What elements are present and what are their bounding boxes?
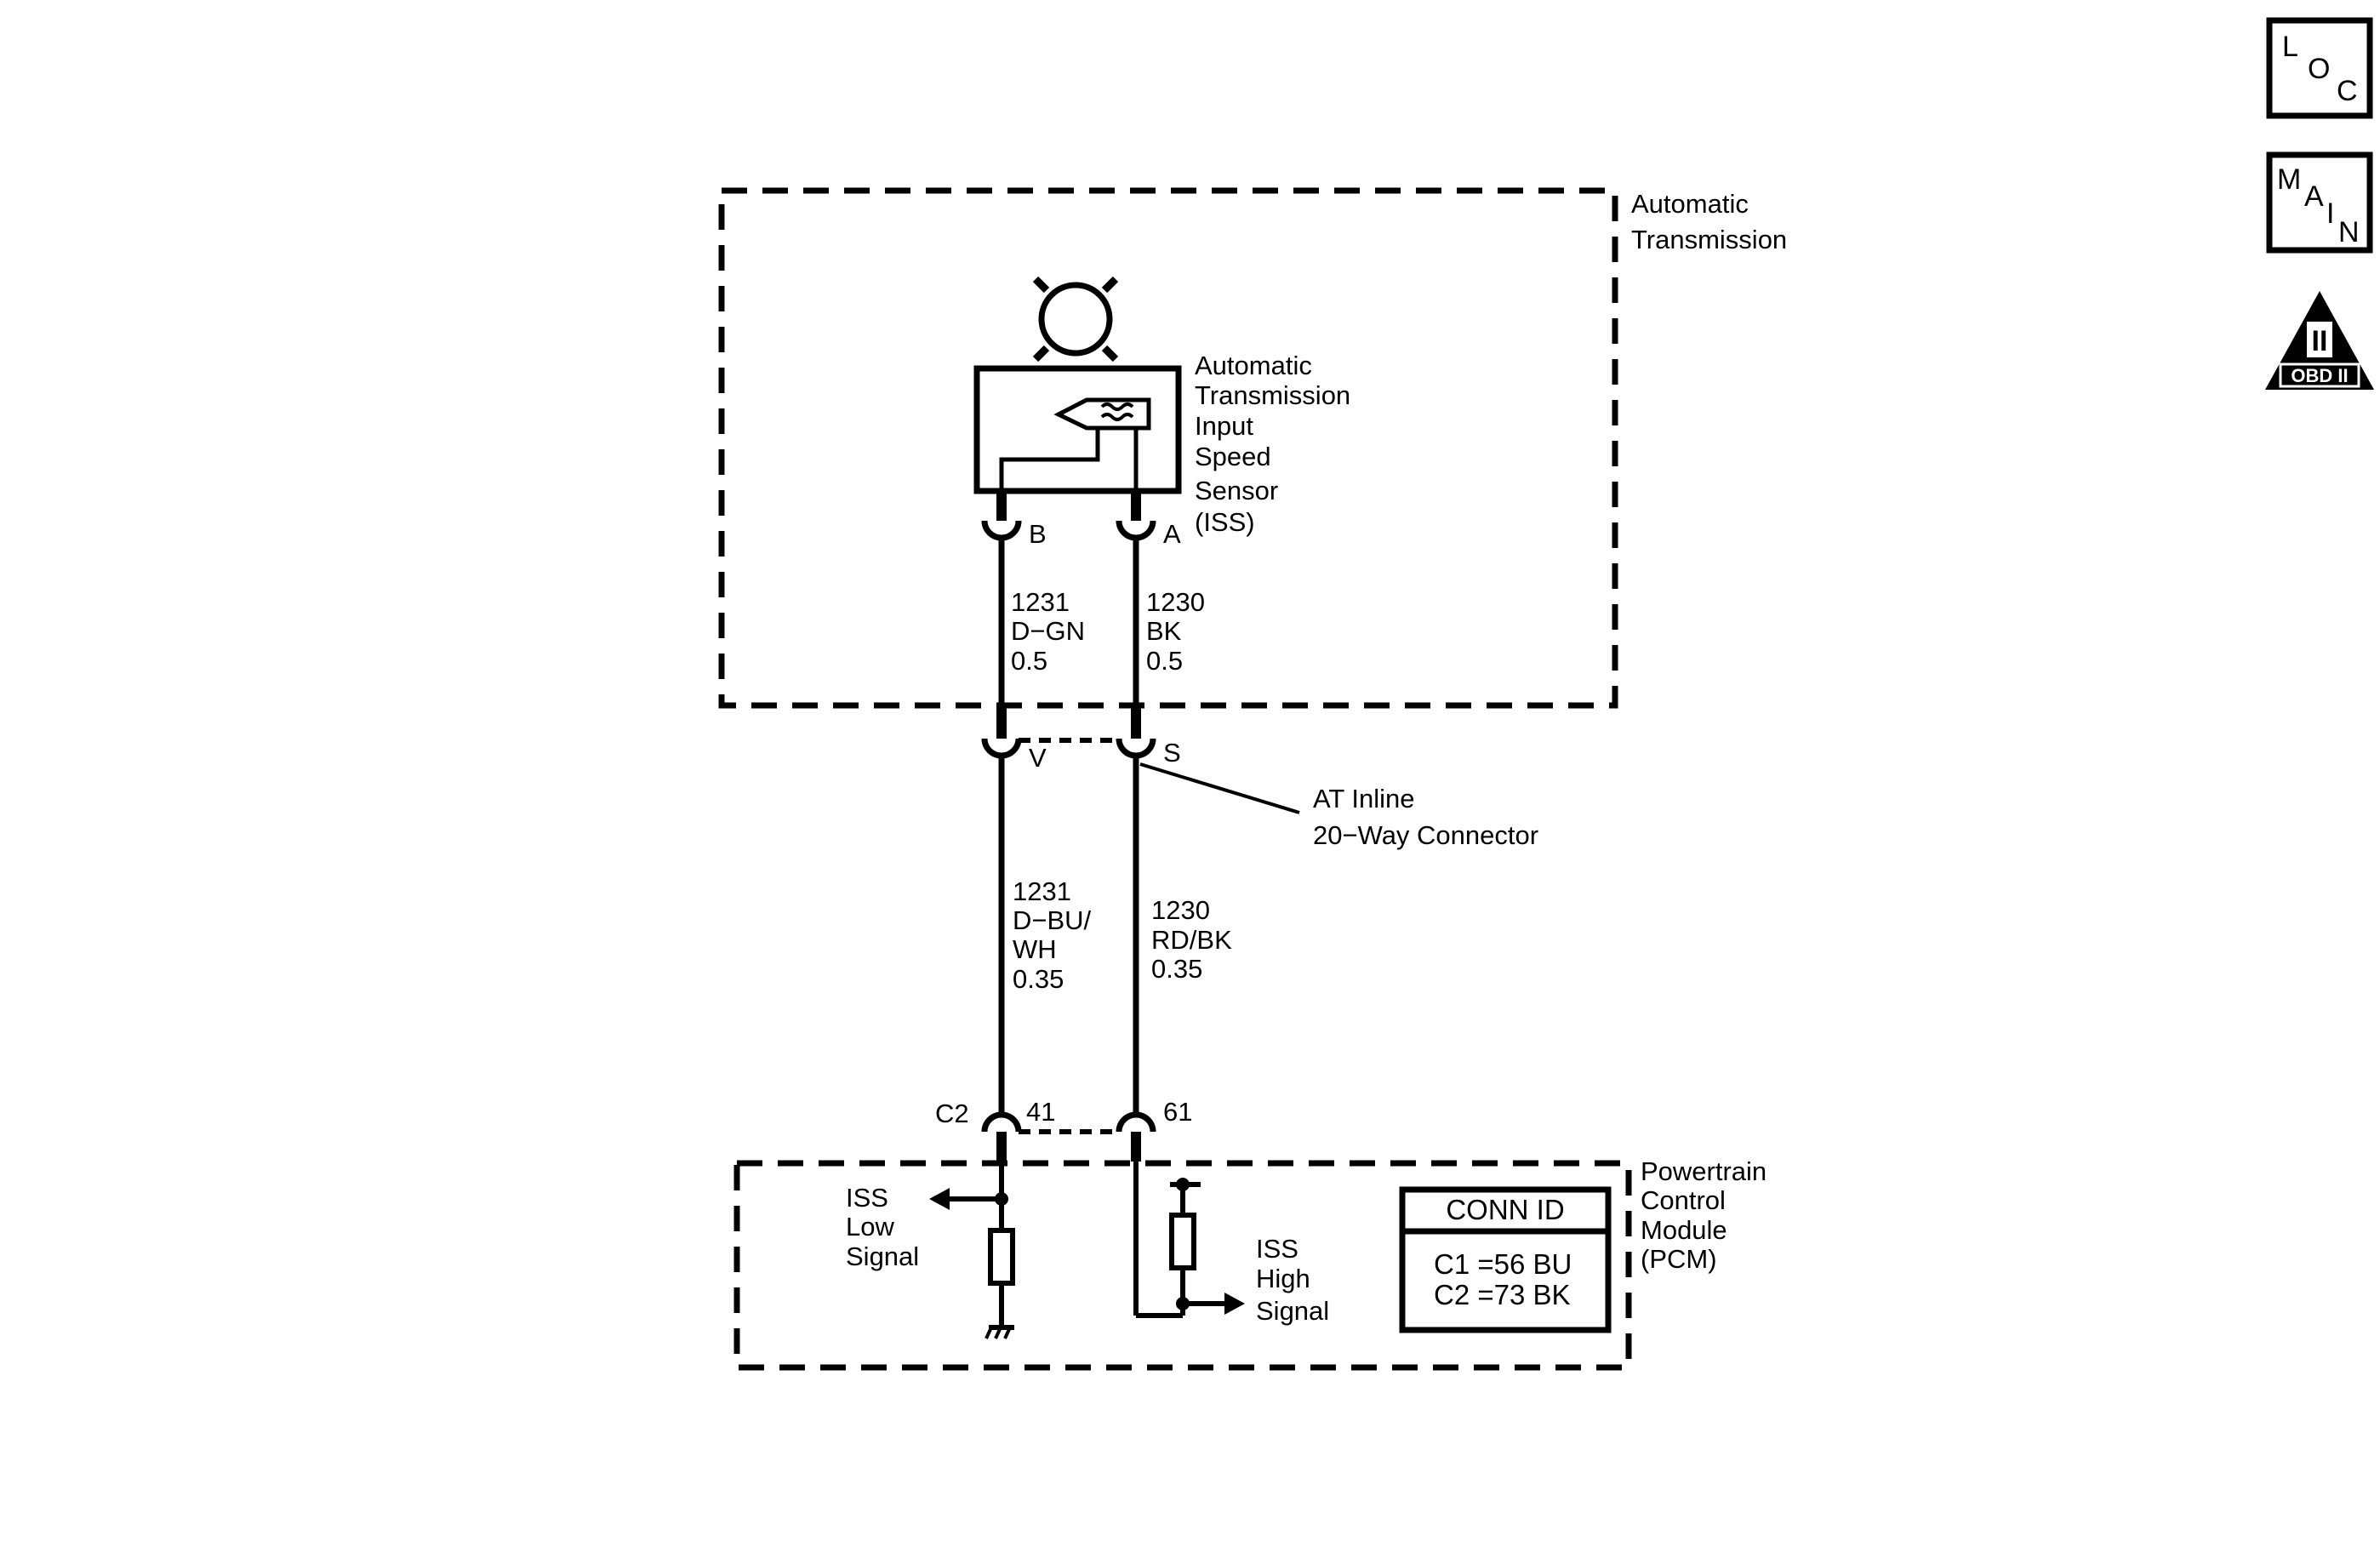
sensor-pin-b-label: B (1029, 519, 1047, 549)
obd-label: OBD II (2291, 365, 2348, 386)
iss-low-label-line2: Low (846, 1212, 894, 1241)
wire-1231-upper-size: 0.5 (1011, 646, 1047, 676)
iss-high-circuit (1133, 1162, 1245, 1318)
sensor-label-line3: Input (1195, 411, 1253, 441)
transmission-box-label-line2: Transmission (1631, 225, 1787, 254)
wire-1231-upper-color: D−GN (1011, 616, 1085, 646)
sensor-label-line5: Sensor (1195, 476, 1278, 505)
pcm-connector-name: C2 (935, 1099, 969, 1128)
sensor-label-line1: Automatic (1195, 351, 1312, 380)
iss-low-label-line3: Signal (846, 1241, 919, 1271)
main-icon-letter-m: M (2277, 163, 2301, 196)
conn-id-row-c2: C2 =73 BK (1434, 1279, 1571, 1310)
pcm-label-line2: Control (1641, 1185, 1726, 1215)
main-icon-letter-n: N (2338, 216, 2360, 248)
wire-1230-upper-color: BK (1146, 616, 1182, 646)
inline-terminal-v (981, 738, 1022, 759)
inline-pin-v-label: V (1029, 743, 1047, 773)
transmission-box (718, 187, 1618, 709)
sensor-label-line6: (ISS) (1195, 507, 1255, 537)
loc-icon-letter-l: L (2282, 31, 2298, 63)
iss-high-label-line1: ISS (1256, 1234, 1298, 1264)
iss-high-label-line2: High (1256, 1264, 1310, 1293)
conn-id-table: CONN ID C1 =56 BU C2 =73 BK (1399, 1186, 1612, 1333)
wire-1230-lower-circuit: 1230 (1151, 895, 1210, 925)
inline-connector-leader (1139, 762, 1300, 814)
pcm-terminal-41 (981, 1111, 1022, 1133)
main-icon-letter-i: I (2326, 197, 2334, 230)
pcm-label-line4: (PCM) (1641, 1244, 1717, 1274)
conn-id-row-c1: C1 =56 BU (1434, 1248, 1572, 1280)
sensor-label-line4: Speed (1195, 442, 1271, 471)
wire-1230-lower-size: 0.35 (1151, 954, 1202, 984)
pcm-pin-61-label: 61 (1163, 1097, 1192, 1127)
obd-numeral: II (2312, 325, 2328, 357)
pcm-box (733, 1160, 1632, 1371)
wire-1231-lower-size: 0.35 (1013, 964, 1064, 994)
sensor-location-symbol (1032, 276, 1119, 362)
pcm-label-line3: Module (1641, 1215, 1727, 1245)
wire-1230-upper-circuit: 1230 (1146, 587, 1205, 617)
transmission-box-label-line1: Automatic (1631, 189, 1749, 219)
sensor-terminal-a (1116, 520, 1156, 541)
main-icon-letter-a: A (2304, 180, 2324, 213)
sensor-label-line2: Transmission (1195, 380, 1350, 410)
wire-1230-lower-color: RD/BK (1151, 925, 1232, 955)
iss-sensor (973, 365, 1182, 494)
inline-pin-s-label: S (1163, 738, 1181, 768)
pcm-label-line1: Powertrain (1641, 1156, 1766, 1186)
wire-1231-upper-circuit: 1231 (1011, 587, 1070, 617)
wire-1231-lower-color-1: D−BU/ (1013, 905, 1092, 935)
wire-1231-lower-color-2: WH (1013, 934, 1057, 964)
obd-ii-icon[interactable]: II OBD II (2265, 291, 2374, 390)
inline-connector-label-line1: AT Inline (1313, 784, 1414, 813)
inline-connector-label-line2: 20−Way Connector (1313, 820, 1538, 850)
loc-icon[interactable]: L O C (2266, 17, 2373, 119)
iss-high-label-line3: Signal (1256, 1296, 1329, 1326)
wire-1230-upper-size: 0.5 (1146, 646, 1183, 676)
loc-icon-letter-c: C (2337, 75, 2358, 107)
sensor-terminal-b (981, 520, 1022, 541)
conn-id-title: CONN ID (1446, 1194, 1564, 1225)
iss-low-circuit (929, 1162, 1015, 1339)
main-icon[interactable]: M A I N (2266, 151, 2373, 254)
loc-icon-letter-o: O (2308, 53, 2330, 85)
pcm-pin-41-label: 41 (1026, 1097, 1055, 1127)
pcm-terminal-61 (1116, 1111, 1156, 1133)
inline-terminal-s (1116, 738, 1156, 759)
wire-1231-lower-circuit: 1231 (1013, 876, 1071, 906)
sensor-pin-a-label: A (1163, 519, 1181, 549)
iss-low-label-line1: ISS (846, 1183, 888, 1213)
